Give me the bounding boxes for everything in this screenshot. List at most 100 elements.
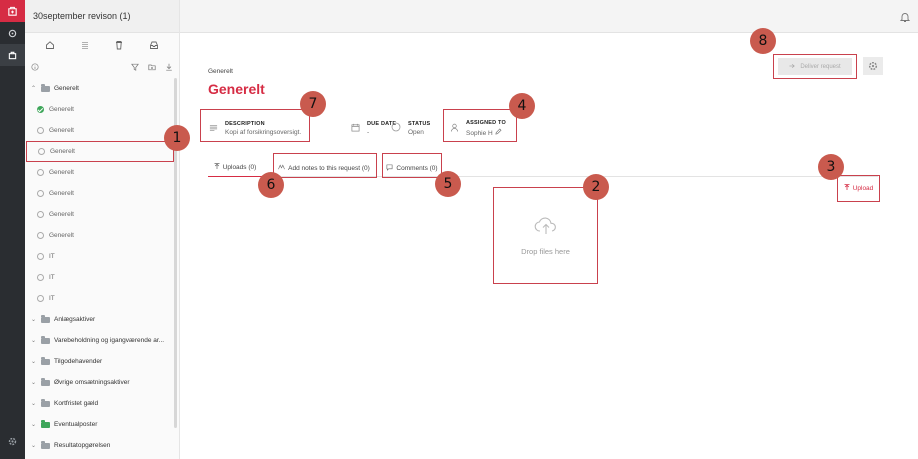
- upload-icon: [844, 184, 850, 193]
- tree-item[interactable]: IT: [25, 267, 175, 288]
- open-circle-icon: [37, 169, 44, 176]
- deliver-request-button-frame: Deliver request: [773, 54, 857, 79]
- annotation-badge: 7: [300, 91, 326, 117]
- due-date-field[interactable]: DUE DATE -: [351, 116, 396, 140]
- tab-notes[interactable]: Add notes to this request (0): [272, 159, 376, 177]
- status-circle-icon: [391, 119, 401, 137]
- chevron-down-icon[interactable]: ⌄: [31, 422, 37, 428]
- annotation-badge: 6: [258, 172, 284, 198]
- tree-group[interactable]: ⌄ Kortfristet gæld: [31, 399, 99, 407]
- comments-tab-highlight: [382, 153, 442, 178]
- tree-toolbar: [25, 33, 179, 59]
- annotation-badge: 8: [750, 28, 776, 54]
- align-left-icon: [209, 119, 218, 137]
- assigned-to-field[interactable]: ASSIGNED TO Sophie H: [450, 116, 506, 140]
- notes-tab-highlight: [273, 153, 377, 178]
- tree-scrollbar[interactable]: [174, 78, 177, 428]
- engagements-icon[interactable]: [0, 44, 25, 66]
- tree-list: ⌃ Generelt Generelt Generelt Generelt Ge…: [25, 78, 175, 456]
- tree-group[interactable]: ⌄ Eventualposter: [31, 420, 98, 428]
- tab-uploads[interactable]: Uploads (0): [208, 159, 262, 177]
- tree-item[interactable]: Generelt: [25, 99, 175, 120]
- dashboard-icon[interactable]: [0, 22, 25, 44]
- inbox-icon[interactable]: [149, 37, 159, 55]
- tree-item[interactable]: IT: [25, 288, 175, 309]
- bell-icon[interactable]: [899, 10, 911, 22]
- request-detail: Generelt Generelt Deliver request DESCRI…: [180, 33, 918, 459]
- request-tree-panel: 30september revison (1): [25, 0, 180, 459]
- list-icon[interactable]: [80, 37, 90, 55]
- filter-icon[interactable]: [131, 58, 139, 76]
- tree-group-generelt[interactable]: ⌃ Generelt: [31, 84, 79, 92]
- folder-icon: [41, 336, 50, 344]
- request-tabs: Uploads (0) Add notes to this request (0…: [208, 159, 878, 177]
- upload-button[interactable]: Upload: [837, 175, 880, 202]
- breadcrumb[interactable]: Generelt: [208, 68, 233, 75]
- annotation-badge: 3: [818, 154, 844, 180]
- folder-icon: [41, 378, 50, 386]
- download-icon[interactable]: [165, 58, 173, 76]
- chevron-down-icon[interactable]: ⌄: [31, 359, 37, 365]
- app-logo-icon[interactable]: [0, 0, 25, 22]
- deliver-request-button[interactable]: Deliver request: [778, 58, 852, 75]
- gear-icon[interactable]: [863, 57, 883, 75]
- open-circle-icon: [37, 127, 44, 134]
- chevron-down-icon[interactable]: ⌄: [31, 338, 37, 344]
- open-circle-icon: [37, 274, 44, 281]
- page-title: Generelt: [208, 81, 265, 97]
- chevron-down-icon[interactable]: ⌄: [31, 443, 37, 449]
- file-dropzone[interactable]: Drop files here: [493, 187, 598, 284]
- user-icon: [450, 119, 459, 137]
- project-title: 30september revison (1): [25, 0, 179, 33]
- notes-icon: [278, 164, 286, 172]
- chevron-down-icon[interactable]: ⌄: [31, 317, 37, 323]
- tab-comments[interactable]: Comments (0): [382, 159, 442, 177]
- tree-item-selected[interactable]: Generelt: [26, 141, 174, 162]
- open-circle-icon: [37, 253, 44, 260]
- top-bar: [180, 0, 918, 33]
- open-circle-icon: [38, 148, 45, 155]
- annotation-badge: 5: [435, 171, 461, 197]
- tree-group[interactable]: ⌄ Anlægsaktiver: [31, 315, 96, 323]
- tree-filter-bar: [25, 59, 179, 75]
- folder-icon: [41, 315, 50, 323]
- settings-icon[interactable]: [0, 430, 25, 452]
- info-icon[interactable]: [31, 58, 39, 76]
- tree-item[interactable]: Generelt: [25, 225, 175, 246]
- check-circle-icon: [37, 106, 44, 113]
- new-folder-icon[interactable]: [148, 58, 156, 76]
- tree-group[interactable]: ⌄ Resultatopgørelsen: [31, 441, 111, 449]
- tree-group[interactable]: ⌄ Varebeholdning og igangværende ar...: [31, 336, 165, 344]
- tree-item[interactable]: Generelt: [25, 204, 175, 225]
- assigned-highlight: [443, 109, 517, 142]
- home-icon[interactable]: [45, 37, 55, 55]
- pencil-icon[interactable]: [495, 128, 502, 137]
- calendar-icon: [351, 119, 360, 137]
- trash-icon[interactable]: [114, 37, 124, 55]
- tree-group[interactable]: ⌄ Tilgodehavender: [31, 357, 103, 365]
- annotation-badge: 1: [164, 125, 190, 151]
- upload-icon: [214, 163, 220, 172]
- tree-group[interactable]: ⌄ Øvrige omsætningsaktiver: [31, 378, 130, 386]
- tree-item[interactable]: Generelt: [25, 183, 175, 204]
- status-field[interactable]: STATUS Open: [391, 116, 430, 140]
- comment-icon: [386, 164, 393, 173]
- tree-item[interactable]: Generelt: [25, 162, 175, 183]
- chevron-up-icon[interactable]: ⌃: [31, 86, 37, 92]
- tree-item[interactable]: IT: [25, 246, 175, 267]
- cloud-upload-icon: [534, 216, 558, 241]
- annotation-badge: 4: [509, 93, 535, 119]
- chevron-down-icon[interactable]: ⌄: [31, 401, 37, 407]
- tree-item[interactable]: Generelt: [25, 120, 175, 141]
- send-icon: [789, 63, 796, 71]
- app-rail: [0, 0, 25, 459]
- annotation-badge: 2: [583, 174, 609, 200]
- description-highlight: [200, 109, 310, 142]
- open-circle-icon: [37, 295, 44, 302]
- description-field[interactable]: DESCRIPTION Kopi af forsikringsoversigt.: [209, 116, 301, 140]
- folder-icon: [41, 441, 50, 449]
- chevron-down-icon[interactable]: ⌄: [31, 380, 37, 386]
- folder-icon: [41, 84, 50, 92]
- open-circle-icon: [37, 211, 44, 218]
- folder-check-icon: [41, 420, 50, 428]
